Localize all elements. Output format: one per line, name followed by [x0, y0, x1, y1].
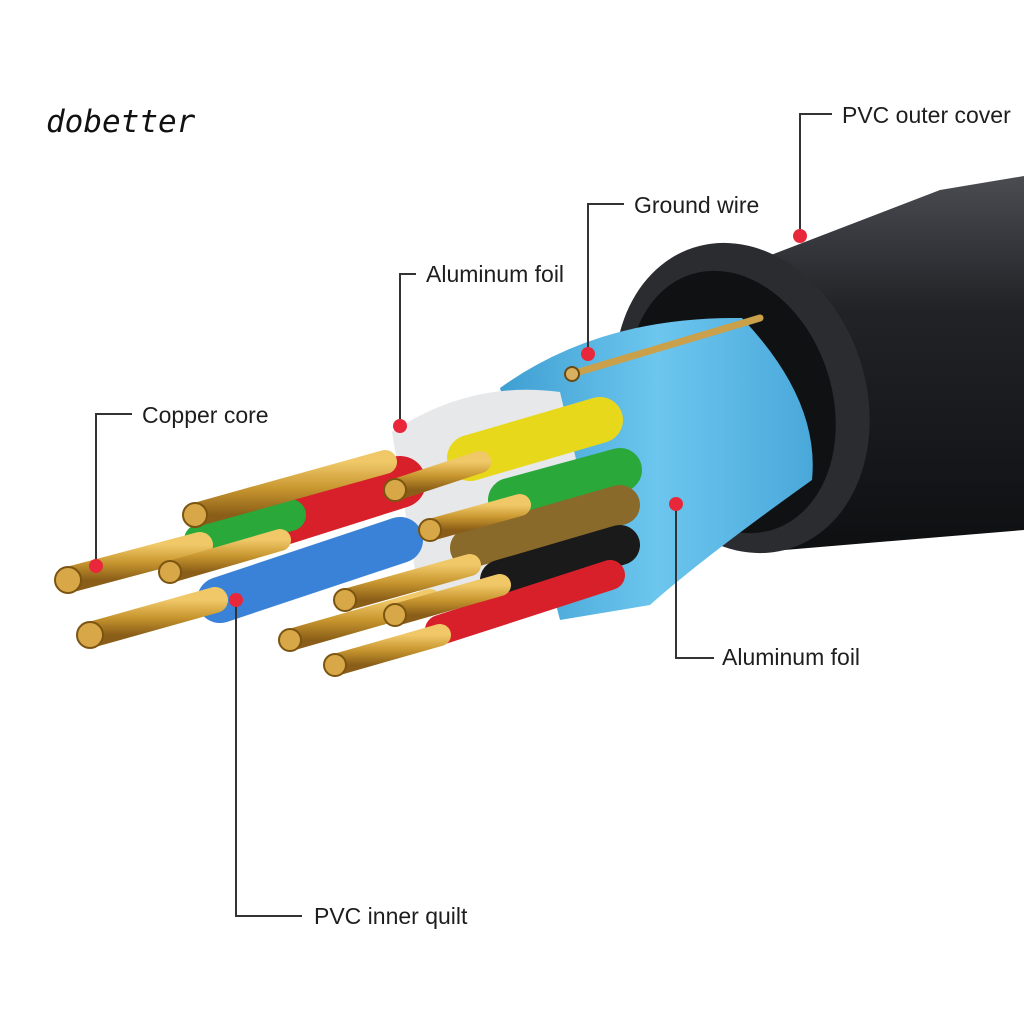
- ground-wire: [568, 314, 764, 378]
- label-pvc-outer-cover: PVC outer cover: [842, 102, 1011, 128]
- callout-markers: [89, 229, 807, 607]
- brand-wordmark: dobetter: [46, 104, 196, 140]
- leader-pvc-inner-quilt: [235, 600, 302, 917]
- leader-aluminum-foil-bottom: [675, 504, 714, 659]
- label-ground-wire: Ground wire: [634, 192, 760, 218]
- strand-ends: [54, 478, 442, 677]
- label-aluminum-foil-bottom: Aluminum foil: [722, 644, 861, 670]
- marker-copper-core: [89, 559, 103, 573]
- label-copper-core: Copper core: [142, 402, 269, 428]
- leader-copper-core: [95, 413, 132, 566]
- marker-pvc-inner-quilt: [229, 593, 243, 607]
- marker-aluminum-foil-bottom: [669, 497, 683, 511]
- leader-ground-wire: [587, 203, 624, 352]
- copper-strands: [55, 450, 531, 676]
- leader-lines: [95, 113, 832, 917]
- conductor-sleeves: [184, 397, 642, 645]
- marker-aluminum-foil-top: [393, 419, 407, 433]
- marker-pvc-outer-cover: [793, 229, 807, 243]
- marker-ground-wire: [581, 347, 595, 361]
- leader-aluminum-foil-top: [399, 273, 416, 426]
- label-pvc-inner-quilt: PVC inner quilt: [314, 903, 468, 929]
- leader-pvc-outer-cover: [799, 113, 832, 236]
- label-aluminum-foil-top: Aluminum foil: [426, 261, 565, 287]
